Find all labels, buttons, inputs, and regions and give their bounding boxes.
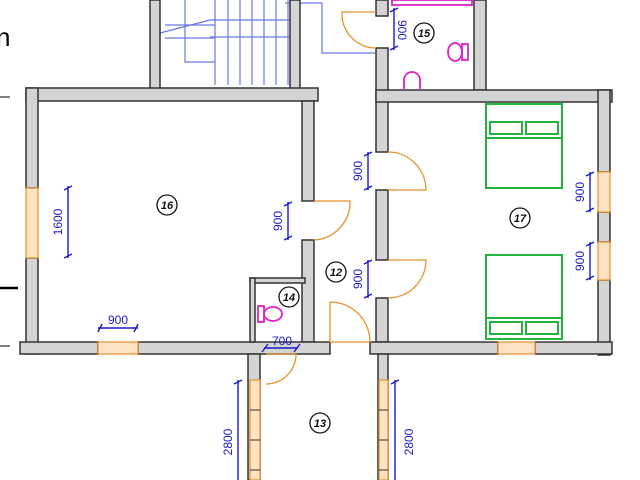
- room-number: 16: [161, 200, 174, 212]
- title-fragment: n: [0, 22, 11, 52]
- dim-corridor-left: 2800: [221, 428, 235, 455]
- room-tag-17: 17: [509, 207, 531, 229]
- dim-door-16: 900: [271, 211, 285, 231]
- dim-door-17-lower: 900: [351, 269, 365, 289]
- door-17-lower[interactable]: [387, 259, 427, 299]
- dim-corridor-right: 2800: [402, 428, 416, 455]
- staircase: [159, 0, 375, 90]
- room-tag-12: 12: [325, 261, 347, 283]
- room-tag-13: 13: [309, 412, 331, 434]
- door-17-upper[interactable]: [387, 151, 427, 191]
- room-tag-15: 15: [413, 22, 435, 44]
- door-14[interactable]: [265, 353, 297, 385]
- walls: [19, 0, 613, 480]
- room-tag-16: 16: [156, 194, 178, 216]
- dim-door-15: 900: [395, 20, 409, 40]
- door-15[interactable]: [341, 11, 377, 49]
- room-tag-14: 14: [278, 286, 300, 308]
- toilet-icon: [257, 0, 473, 323]
- bed-upper: [485, 103, 563, 189]
- room-number: 14: [283, 292, 295, 304]
- dim-window-17-lower: 900: [573, 251, 587, 271]
- dim-window-16-left: 1600: [51, 208, 65, 235]
- dim-window-16-bottom: 900: [108, 313, 128, 327]
- door-corridor[interactable]: [329, 301, 371, 343]
- room-number: 17: [514, 213, 527, 225]
- room-number: 15: [418, 28, 431, 40]
- door-16[interactable]: [313, 200, 351, 241]
- doors: [265, 11, 427, 385]
- room-number: 13: [314, 418, 326, 430]
- dimension-lines: [63, 7, 595, 480]
- bed-lower: [485, 254, 563, 340]
- dim-door-17-upper: 900: [351, 161, 365, 181]
- dim-door-14: 700: [272, 334, 292, 348]
- room-number: 12: [330, 267, 342, 279]
- windows: [25, 171, 611, 480]
- dim-window-17-upper: 900: [573, 182, 587, 202]
